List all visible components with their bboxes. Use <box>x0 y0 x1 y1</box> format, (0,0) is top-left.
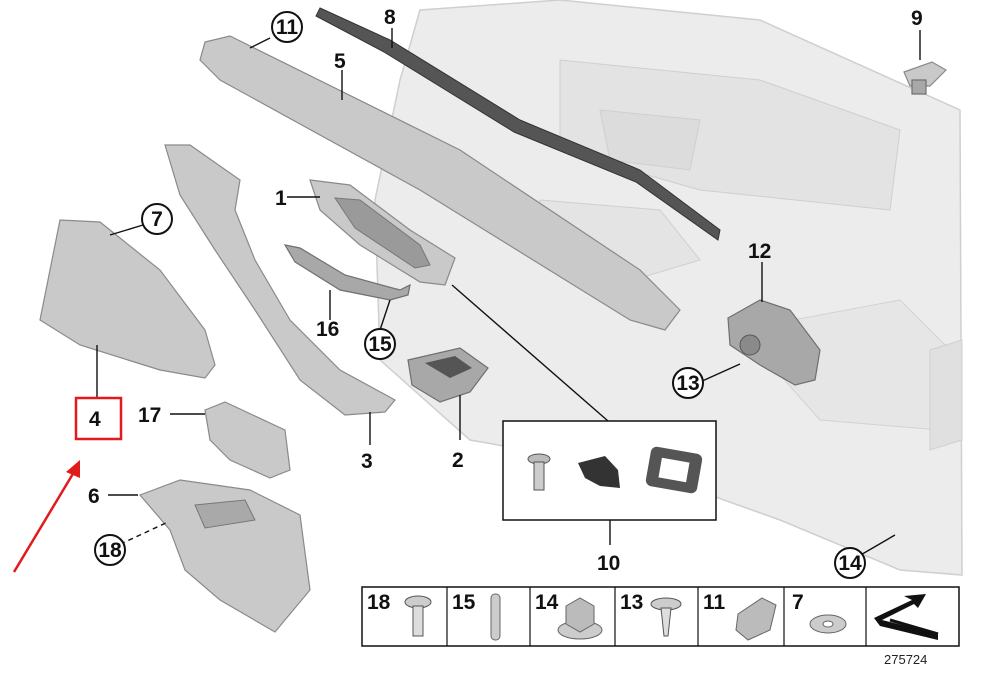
callout-10: 10 <box>597 552 620 575</box>
part-1-handle-bezel <box>309 179 456 286</box>
callout-circle-15: 15 <box>364 328 396 360</box>
part-2-switch-holder <box>407 347 489 403</box>
callout-7: 7 <box>151 208 163 231</box>
kit-screw <box>527 453 551 491</box>
legend-label-11: 11 <box>703 591 726 614</box>
callout-circle-13: 13 <box>672 367 704 399</box>
part-9-clip <box>903 61 947 95</box>
torx-screw-icon <box>404 595 432 637</box>
callout-5: 5 <box>334 50 346 73</box>
callout-9: 9 <box>911 7 923 30</box>
fastener-legend-strip: 18 15 14 13 11 7 <box>361 586 960 647</box>
legend-label-14: 14 <box>535 591 559 614</box>
callout-2: 2 <box>452 449 464 472</box>
callout-6: 6 <box>88 485 100 508</box>
part-5-trim-bar <box>199 35 681 331</box>
callout-14: 14 <box>838 552 862 575</box>
callout-12: 12 <box>748 240 771 263</box>
part-12-bracket <box>727 299 821 386</box>
hex-nut-icon <box>557 597 603 640</box>
callout-1: 1 <box>275 187 287 210</box>
callout-8: 8 <box>384 6 396 29</box>
callout-18: 18 <box>98 539 122 562</box>
part-6-storage-box <box>138 479 311 633</box>
callout-circle-7: 7 <box>141 203 173 235</box>
callout-11: 11 <box>276 16 299 39</box>
callout-17: 17 <box>138 404 161 427</box>
clip-icon <box>735 597 777 641</box>
part-8-strip <box>315 7 721 241</box>
legend-label-13: 13 <box>620 591 643 614</box>
callout-circle-18: 18 <box>94 534 126 566</box>
pin-icon <box>490 593 501 641</box>
speed-nut-icon <box>809 614 847 634</box>
red-pointer-arrow <box>12 460 80 573</box>
callout-4: 4 <box>89 408 101 431</box>
leader-lines <box>96 28 921 561</box>
callout-16: 16 <box>316 318 339 341</box>
callout-circle-14: 14 <box>834 547 866 579</box>
callout-15: 15 <box>368 333 392 356</box>
arrow-to-next-diagram-icon <box>874 594 939 640</box>
kit-frame <box>645 446 703 494</box>
callout-13: 13 <box>676 372 699 395</box>
part-4-corner-panel <box>39 219 216 379</box>
part-17-tray <box>204 401 291 479</box>
callout-circle-11: 11 <box>271 11 303 43</box>
flange-screw-icon <box>650 597 682 637</box>
legend-label-18: 18 <box>367 591 391 614</box>
callout-3: 3 <box>361 450 373 473</box>
reference-number: 275724 <box>884 652 927 667</box>
callout-4-highlight: 4 <box>74 396 123 441</box>
legend-label-15: 15 <box>452 591 476 614</box>
kit-clip <box>578 456 620 488</box>
legend-label-7: 7 <box>792 591 804 614</box>
part-3-armrest-trim <box>164 144 396 416</box>
part-16-pull-handle <box>283 244 411 301</box>
kit-box-10 <box>502 420 717 521</box>
